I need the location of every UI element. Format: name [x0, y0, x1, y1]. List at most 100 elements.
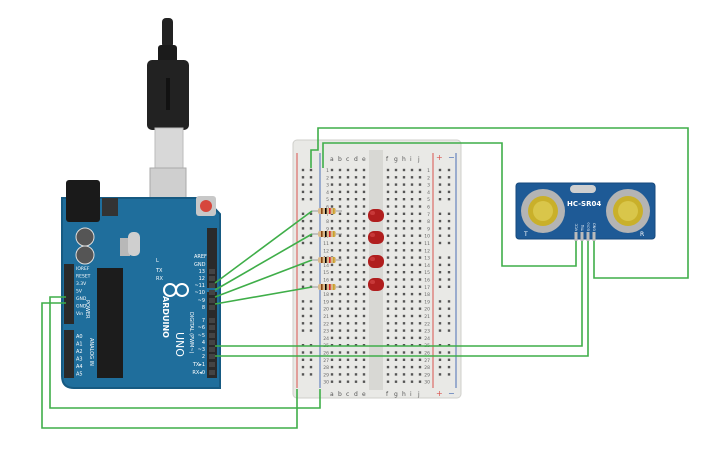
breadboard-hole[interactable] [330, 300, 334, 303]
breadboard-hole[interactable] [338, 176, 342, 179]
breadboard-hole[interactable] [362, 351, 366, 354]
breadboard-hole[interactable] [354, 314, 358, 318]
rail-hole[interactable] [447, 263, 451, 267]
breadboard-hole[interactable] [410, 351, 414, 354]
breadboard-hole[interactable] [386, 336, 390, 340]
breadboard-hole[interactable] [394, 351, 398, 354]
breadboard-hole[interactable] [362, 271, 366, 274]
breadboard-hole[interactable] [394, 219, 398, 223]
leds[interactable] [368, 209, 384, 291]
digital-pin[interactable] [209, 362, 215, 367]
breadboard-hole[interactable] [354, 241, 358, 245]
digital-pin[interactable] [209, 370, 215, 375]
breadboard-hole[interactable] [338, 263, 342, 267]
rail-hole[interactable] [309, 365, 313, 369]
rail-hole[interactable] [438, 219, 442, 223]
rail-hole[interactable] [301, 373, 305, 376]
sensor-pin[interactable] [592, 232, 596, 241]
breadboard-hole[interactable] [346, 212, 350, 215]
wires[interactable] [41, 127, 689, 429]
breadboard-hole[interactable] [346, 256, 350, 259]
breadboard-hole[interactable] [386, 380, 390, 383]
breadboard-hole[interactable] [402, 190, 406, 194]
breadboard-hole[interactable] [338, 322, 342, 325]
breadboard-hole[interactable] [394, 278, 398, 281]
breadboard-hole[interactable] [354, 278, 358, 281]
breadboard-hole[interactable] [402, 358, 406, 361]
rail-hole[interactable] [438, 263, 442, 267]
breadboard-hole[interactable] [362, 205, 366, 208]
breadboard-hole[interactable] [330, 249, 334, 252]
breadboard-hole[interactable] [346, 300, 350, 303]
breadboard-hole[interactable] [354, 249, 358, 252]
breadboard-hole[interactable] [346, 263, 350, 267]
breadboard-hole[interactable] [362, 365, 366, 369]
breadboard-hole[interactable] [402, 329, 406, 332]
rail-hole[interactable] [301, 271, 305, 274]
breadboard-hole[interactable] [354, 227, 358, 230]
breadboard-hole[interactable] [394, 234, 398, 237]
rail-hole[interactable] [447, 285, 451, 288]
breadboard-hole[interactable] [362, 234, 366, 237]
rail-hole[interactable] [309, 314, 313, 318]
breadboard-hole[interactable] [402, 373, 406, 376]
breadboard-hole[interactable] [386, 176, 390, 179]
breadboard-hole[interactable] [362, 329, 366, 332]
rail-hole[interactable] [447, 322, 451, 325]
breadboard-hole[interactable] [354, 168, 358, 172]
rail-hole[interactable] [309, 358, 313, 361]
breadboard-hole[interactable] [410, 190, 414, 194]
digital-pin[interactable] [209, 325, 215, 330]
rail-hole[interactable] [301, 198, 305, 201]
breadboard-hole[interactable] [330, 365, 334, 369]
rail-hole[interactable] [447, 241, 451, 245]
breadboard-hole[interactable] [354, 256, 358, 259]
rail-hole[interactable] [301, 365, 305, 369]
breadboard-hole[interactable] [386, 227, 390, 230]
breadboard-hole[interactable] [362, 300, 366, 303]
rail-hole[interactable] [438, 234, 442, 237]
breadboard-hole[interactable] [402, 285, 406, 288]
breadboard-hole[interactable] [410, 285, 414, 288]
breadboard-hole[interactable] [410, 380, 414, 383]
rail-hole[interactable] [438, 351, 442, 354]
rail-hole[interactable] [309, 271, 313, 274]
rail-hole[interactable] [301, 351, 305, 354]
rail-hole[interactable] [447, 300, 451, 303]
rail-hole[interactable] [447, 190, 451, 194]
breadboard-hole[interactable] [410, 198, 414, 201]
breadboard-hole[interactable] [330, 307, 334, 310]
breadboard-hole[interactable] [338, 249, 342, 252]
breadboard-hole[interactable] [330, 358, 334, 361]
breadboard-hole[interactable] [386, 329, 390, 332]
breadboard-hole[interactable] [394, 227, 398, 230]
breadboard-hole[interactable] [410, 314, 414, 318]
breadboard-hole[interactable] [386, 183, 390, 186]
rail-hole[interactable] [301, 183, 305, 186]
breadboard-hole[interactable] [394, 176, 398, 179]
breadboard-hole[interactable] [418, 278, 422, 281]
breadboard-hole[interactable] [418, 314, 422, 318]
breadboard-hole[interactable] [386, 285, 390, 288]
breadboard-hole[interactable] [362, 322, 366, 325]
breadboard-hole[interactable] [346, 314, 350, 318]
breadboard-hole[interactable] [362, 373, 366, 376]
breadboard-hole[interactable] [346, 329, 350, 332]
breadboard-hole[interactable] [338, 256, 342, 259]
breadboard-hole[interactable] [338, 380, 342, 383]
led[interactable] [368, 231, 384, 244]
breadboard-hole[interactable] [346, 241, 350, 245]
breadboard-hole[interactable] [402, 365, 406, 369]
breadboard-hole[interactable] [402, 351, 406, 354]
rail-hole[interactable] [309, 300, 313, 303]
breadboard-hole[interactable] [330, 278, 334, 281]
breadboard-hole[interactable] [354, 198, 358, 201]
breadboard-hole[interactable] [402, 205, 406, 208]
breadboard-hole[interactable] [410, 212, 414, 215]
breadboard-hole[interactable] [418, 336, 422, 340]
rail-hole[interactable] [301, 329, 305, 332]
breadboard-hole[interactable] [402, 176, 406, 179]
breadboard-hole[interactable] [354, 329, 358, 332]
breadboard-hole[interactable] [362, 292, 366, 296]
